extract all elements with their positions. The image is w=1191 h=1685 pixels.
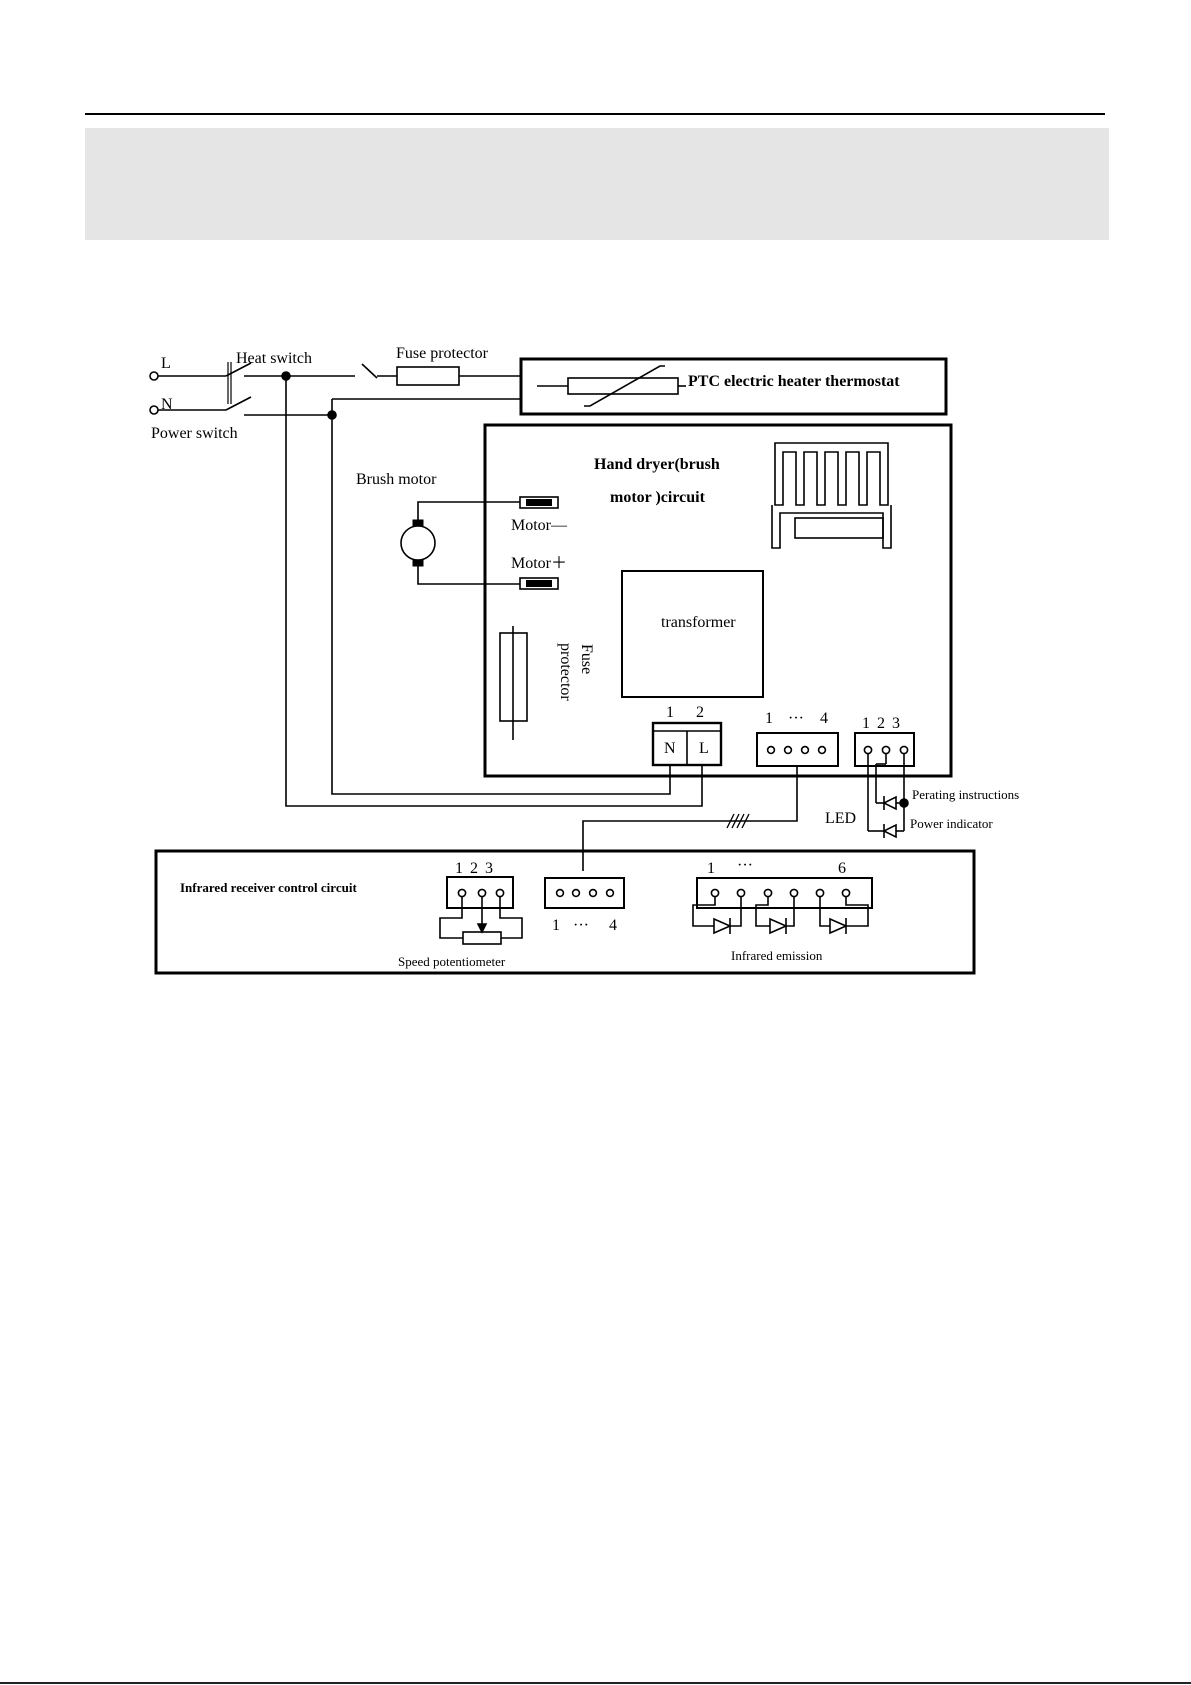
- label-fuse-protector-top: Fuse protector: [396, 345, 489, 362]
- speed-potentiometer: [439, 897, 523, 945]
- label-ptc: PTC electric heater thermostat: [688, 373, 900, 390]
- label-conn3: 1 2 3: [862, 715, 900, 732]
- label-motor-minus: Motor—: [511, 517, 568, 534]
- label-ir-conn-left: 1: [707, 860, 715, 877]
- connector-3pin-led: [854, 732, 915, 767]
- label-fuse-inner-1: Fuse: [578, 644, 595, 674]
- motor-minus-terminal: [519, 496, 559, 509]
- terminal-l: [149, 371, 159, 381]
- label-term-l: L: [699, 740, 709, 757]
- transformer: [621, 570, 764, 698]
- connector-4pin-bottom: [544, 877, 625, 909]
- label-n: N: [161, 396, 173, 413]
- label-speed-potentiometer: Speed potentiometer: [398, 954, 506, 969]
- label-term-1: 1: [666, 704, 674, 721]
- label-pot-conn: 1 2 3: [455, 860, 493, 877]
- terminal-n: [149, 405, 159, 415]
- heatsink: [771, 442, 892, 549]
- label-transformer: transformer: [661, 614, 736, 631]
- label-conn4-top-dots: ···: [788, 710, 804, 727]
- label-term-2: 2: [696, 704, 704, 721]
- power-switch: [225, 362, 252, 411]
- label-ir-conn-dots: ···: [737, 857, 753, 874]
- label-perating-instructions: Perating instructions: [912, 787, 1019, 802]
- label-conn4-bottom-dots: ···: [573, 917, 589, 934]
- motor-plus-terminal: [519, 577, 559, 590]
- hand-dryer-board: [483, 423, 953, 778]
- label-conn4-bottom-left: 1: [552, 917, 560, 934]
- connector-3pin-pot: [446, 876, 514, 909]
- ptc-element: [567, 377, 679, 395]
- label-conn4-top-left: 1: [765, 710, 773, 727]
- label-infrared-emission: Infrared emission: [731, 948, 823, 963]
- top-rule: [85, 113, 1105, 115]
- infrared-emitter-diodes: [692, 897, 869, 935]
- label-brush-motor: Brush motor: [356, 471, 437, 488]
- header-band: [85, 128, 1109, 240]
- label-power-indicator: Power indicator: [910, 816, 993, 831]
- led-indicators: [867, 754, 909, 839]
- bottom-rule: [0, 1682, 1191, 1684]
- heat-switch: [361, 363, 378, 379]
- label-heat-switch: Heat switch: [236, 350, 312, 367]
- connector-6pin-ir: [696, 877, 873, 909]
- label-infrared-receiver: Infrared receiver control circuit: [180, 880, 357, 895]
- label-led: LED: [825, 810, 856, 827]
- label-fuse-inner-2: protector: [557, 643, 574, 701]
- label-conn4-bottom-right: 4: [609, 917, 617, 934]
- label-ir-conn-right: 6: [838, 860, 846, 877]
- fuse-protector-top: [396, 366, 460, 386]
- label-hand-dryer-2: motor )circuit: [610, 489, 706, 506]
- label-l: L: [161, 355, 171, 372]
- label-hand-dryer-1: Hand dryer(brush: [594, 456, 720, 473]
- label-power-switch: Power switch: [151, 425, 238, 442]
- label-motor-plus: Motor＋: [511, 555, 567, 572]
- infrared-receiver-board: [154, 849, 976, 975]
- label-conn4-top-right: 4: [820, 710, 828, 727]
- label-term-n: N: [664, 740, 676, 757]
- brush-motor: [400, 525, 436, 561]
- ptc-heater-box: [519, 357, 948, 416]
